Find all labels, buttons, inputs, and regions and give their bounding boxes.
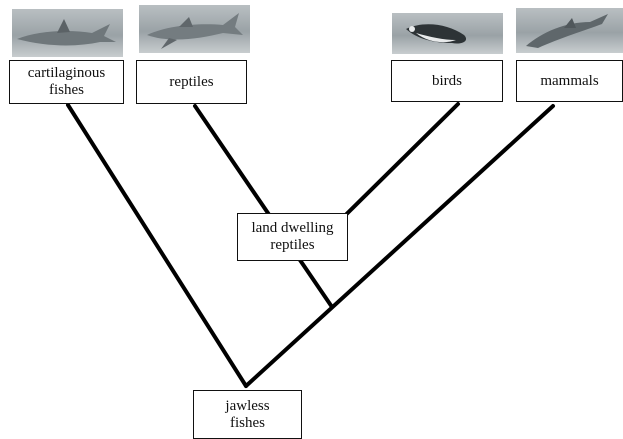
penguin-icon [406, 24, 467, 44]
birds-box: birds [391, 60, 503, 102]
penguin-photo [392, 13, 503, 54]
shark-photo [12, 9, 123, 57]
dolphin-icon [526, 14, 608, 48]
mammals-box: mammals [516, 60, 623, 102]
shark-icon [17, 19, 116, 46]
branch-node-to-reptiles [193, 104, 334, 309]
ichthyosaur-icon [147, 13, 243, 49]
cartilaginous-fishes-box: cartilaginous fishes [9, 60, 124, 104]
jawless-fishes-box: jawless fishes [193, 390, 302, 439]
land-dwelling-reptiles-box: land dwelling reptiles [237, 213, 348, 261]
reptiles-box: reptiles [136, 60, 247, 104]
dolphin-photo [516, 8, 623, 53]
branch-jawless-to-mammals [244, 104, 555, 388]
ichthyosaur-photo [139, 5, 250, 53]
branch-jawless-to-cartilaginous [66, 103, 248, 388]
